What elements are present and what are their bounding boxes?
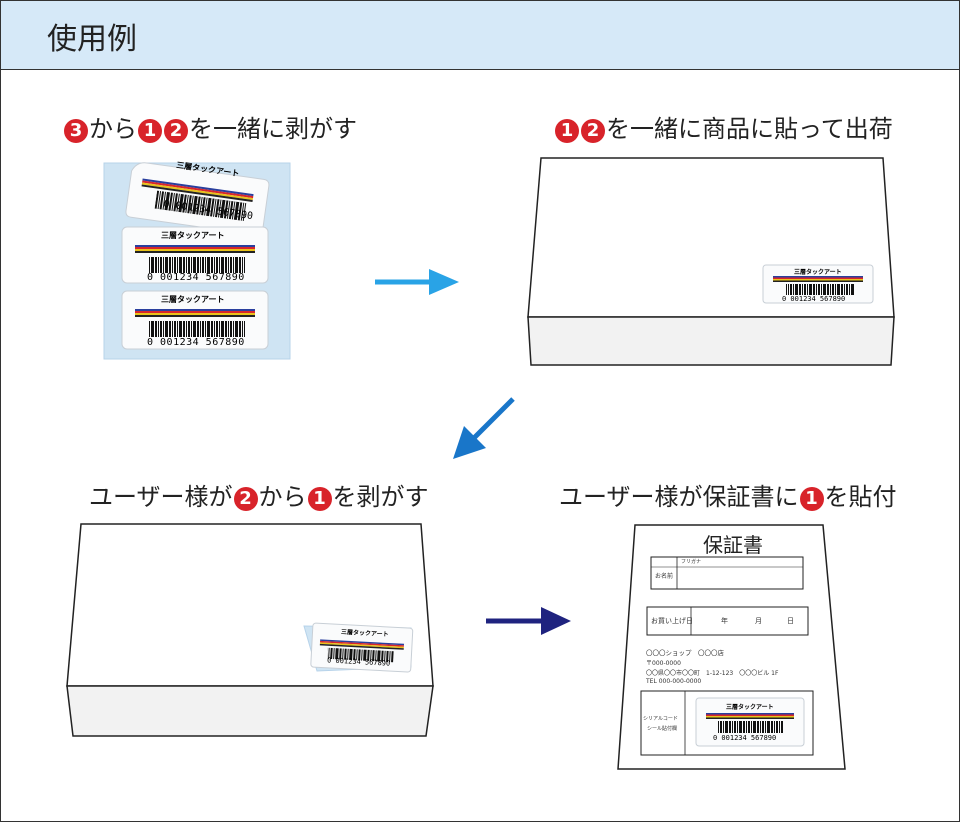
barcode-number: 0 001234 567890 (713, 734, 777, 742)
barcode-number: 0 001234 567890 (147, 272, 245, 283)
purchase-date-label: お買い上げ日 (651, 617, 693, 625)
label-title: 三層タックアート (161, 295, 225, 304)
badge-2: 2 (164, 119, 188, 143)
badge-1: 1 (799, 487, 824, 511)
day-label: 日 (787, 617, 794, 625)
label-3 (121, 290, 269, 350)
shop-postal: 〒000-0000 (646, 660, 681, 667)
sticker-area-label: シール貼付欄 (647, 726, 678, 732)
year-label: 年 (721, 617, 728, 625)
badge-2: 2 (581, 119, 605, 143)
badge-3: 3 (64, 119, 88, 143)
page-title: 使用例 (47, 22, 137, 57)
label-title: 三層タックアート (794, 269, 842, 276)
shop-tel: TEL 000-000-0000 (646, 678, 702, 685)
label-title: 三層タックアート (161, 231, 225, 240)
label-title: 三層タックアート (726, 704, 774, 711)
barcode-number: 0 001234 567890 (782, 295, 846, 303)
badge-1: 1 (138, 119, 162, 143)
label-peeling (310, 622, 414, 673)
header-bar: 使用例 (1, 1, 959, 70)
warranty-form (617, 524, 846, 770)
arrow-right-2 (486, 607, 571, 635)
arrow-right-1 (375, 269, 459, 295)
badge-2: 2 (233, 487, 258, 511)
form-title: 保証書 (703, 533, 763, 557)
product-box-shipping (527, 157, 895, 366)
shop-name: 〇〇〇ショップ 〇〇〇店 (646, 649, 724, 657)
badge-1: 1 (307, 487, 332, 511)
label-peeled (125, 162, 270, 236)
barcode-number: 0 001234 567890 (147, 337, 245, 348)
label-2 (121, 226, 269, 284)
badge-1: 1 (555, 119, 579, 143)
month-label: 月 (755, 617, 762, 625)
name-label: お名前 (655, 573, 674, 580)
product-box-customer (66, 523, 434, 737)
arrow-down-left (453, 397, 515, 459)
furigana-label: フリガナ (681, 559, 702, 565)
serial-label: シリアルコード (643, 716, 678, 722)
shop-address: 〇〇県〇〇市〇〇町 1-12-123 〇〇〇ビル 1F (646, 670, 779, 677)
label-sheet (103, 162, 291, 360)
